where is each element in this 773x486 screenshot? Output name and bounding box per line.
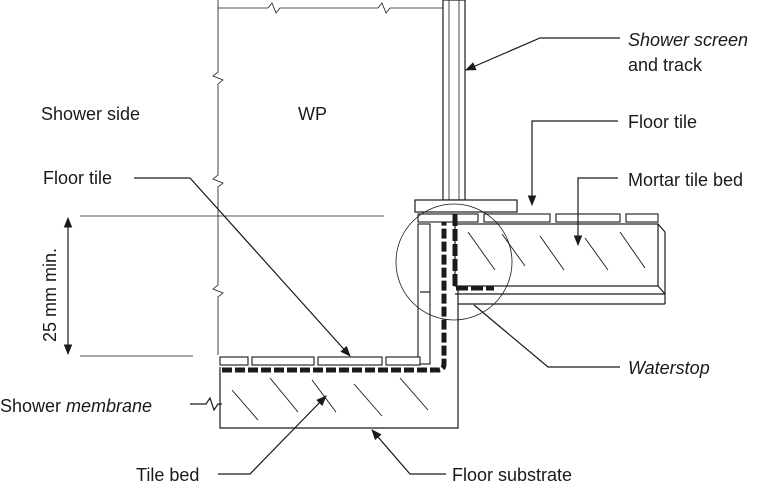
label-floor-substrate: Floor substrate [452, 465, 572, 485]
label-floor-tile-left: Floor tile [43, 168, 112, 188]
waterstop-detail-circle [395, 203, 513, 321]
wall-outline [212, 0, 443, 355]
label-wp: WP [298, 104, 327, 124]
hob-step [417, 223, 665, 365]
label-floor-tile-right: Floor tile [628, 112, 697, 132]
label-tile-bed: Tile bed [136, 465, 199, 485]
label-membrane: membrane [66, 396, 152, 416]
label-and-track: and track [628, 55, 703, 75]
label-shower-screen: Shower screen [628, 30, 748, 50]
label-dimension: 25 mm min. [40, 248, 60, 342]
lower-floor-assembly [219, 356, 459, 429]
label-shower-side: Shower side [41, 104, 140, 124]
leader-lines [134, 37, 620, 475]
label-shower-prefix: Shower [0, 396, 61, 416]
shower-screen [414, 0, 518, 213]
label-mortar-tile-bed: Mortar tile bed [628, 170, 743, 190]
waterproof-membrane [222, 214, 494, 373]
label-waterstop: Waterstop [628, 358, 710, 378]
